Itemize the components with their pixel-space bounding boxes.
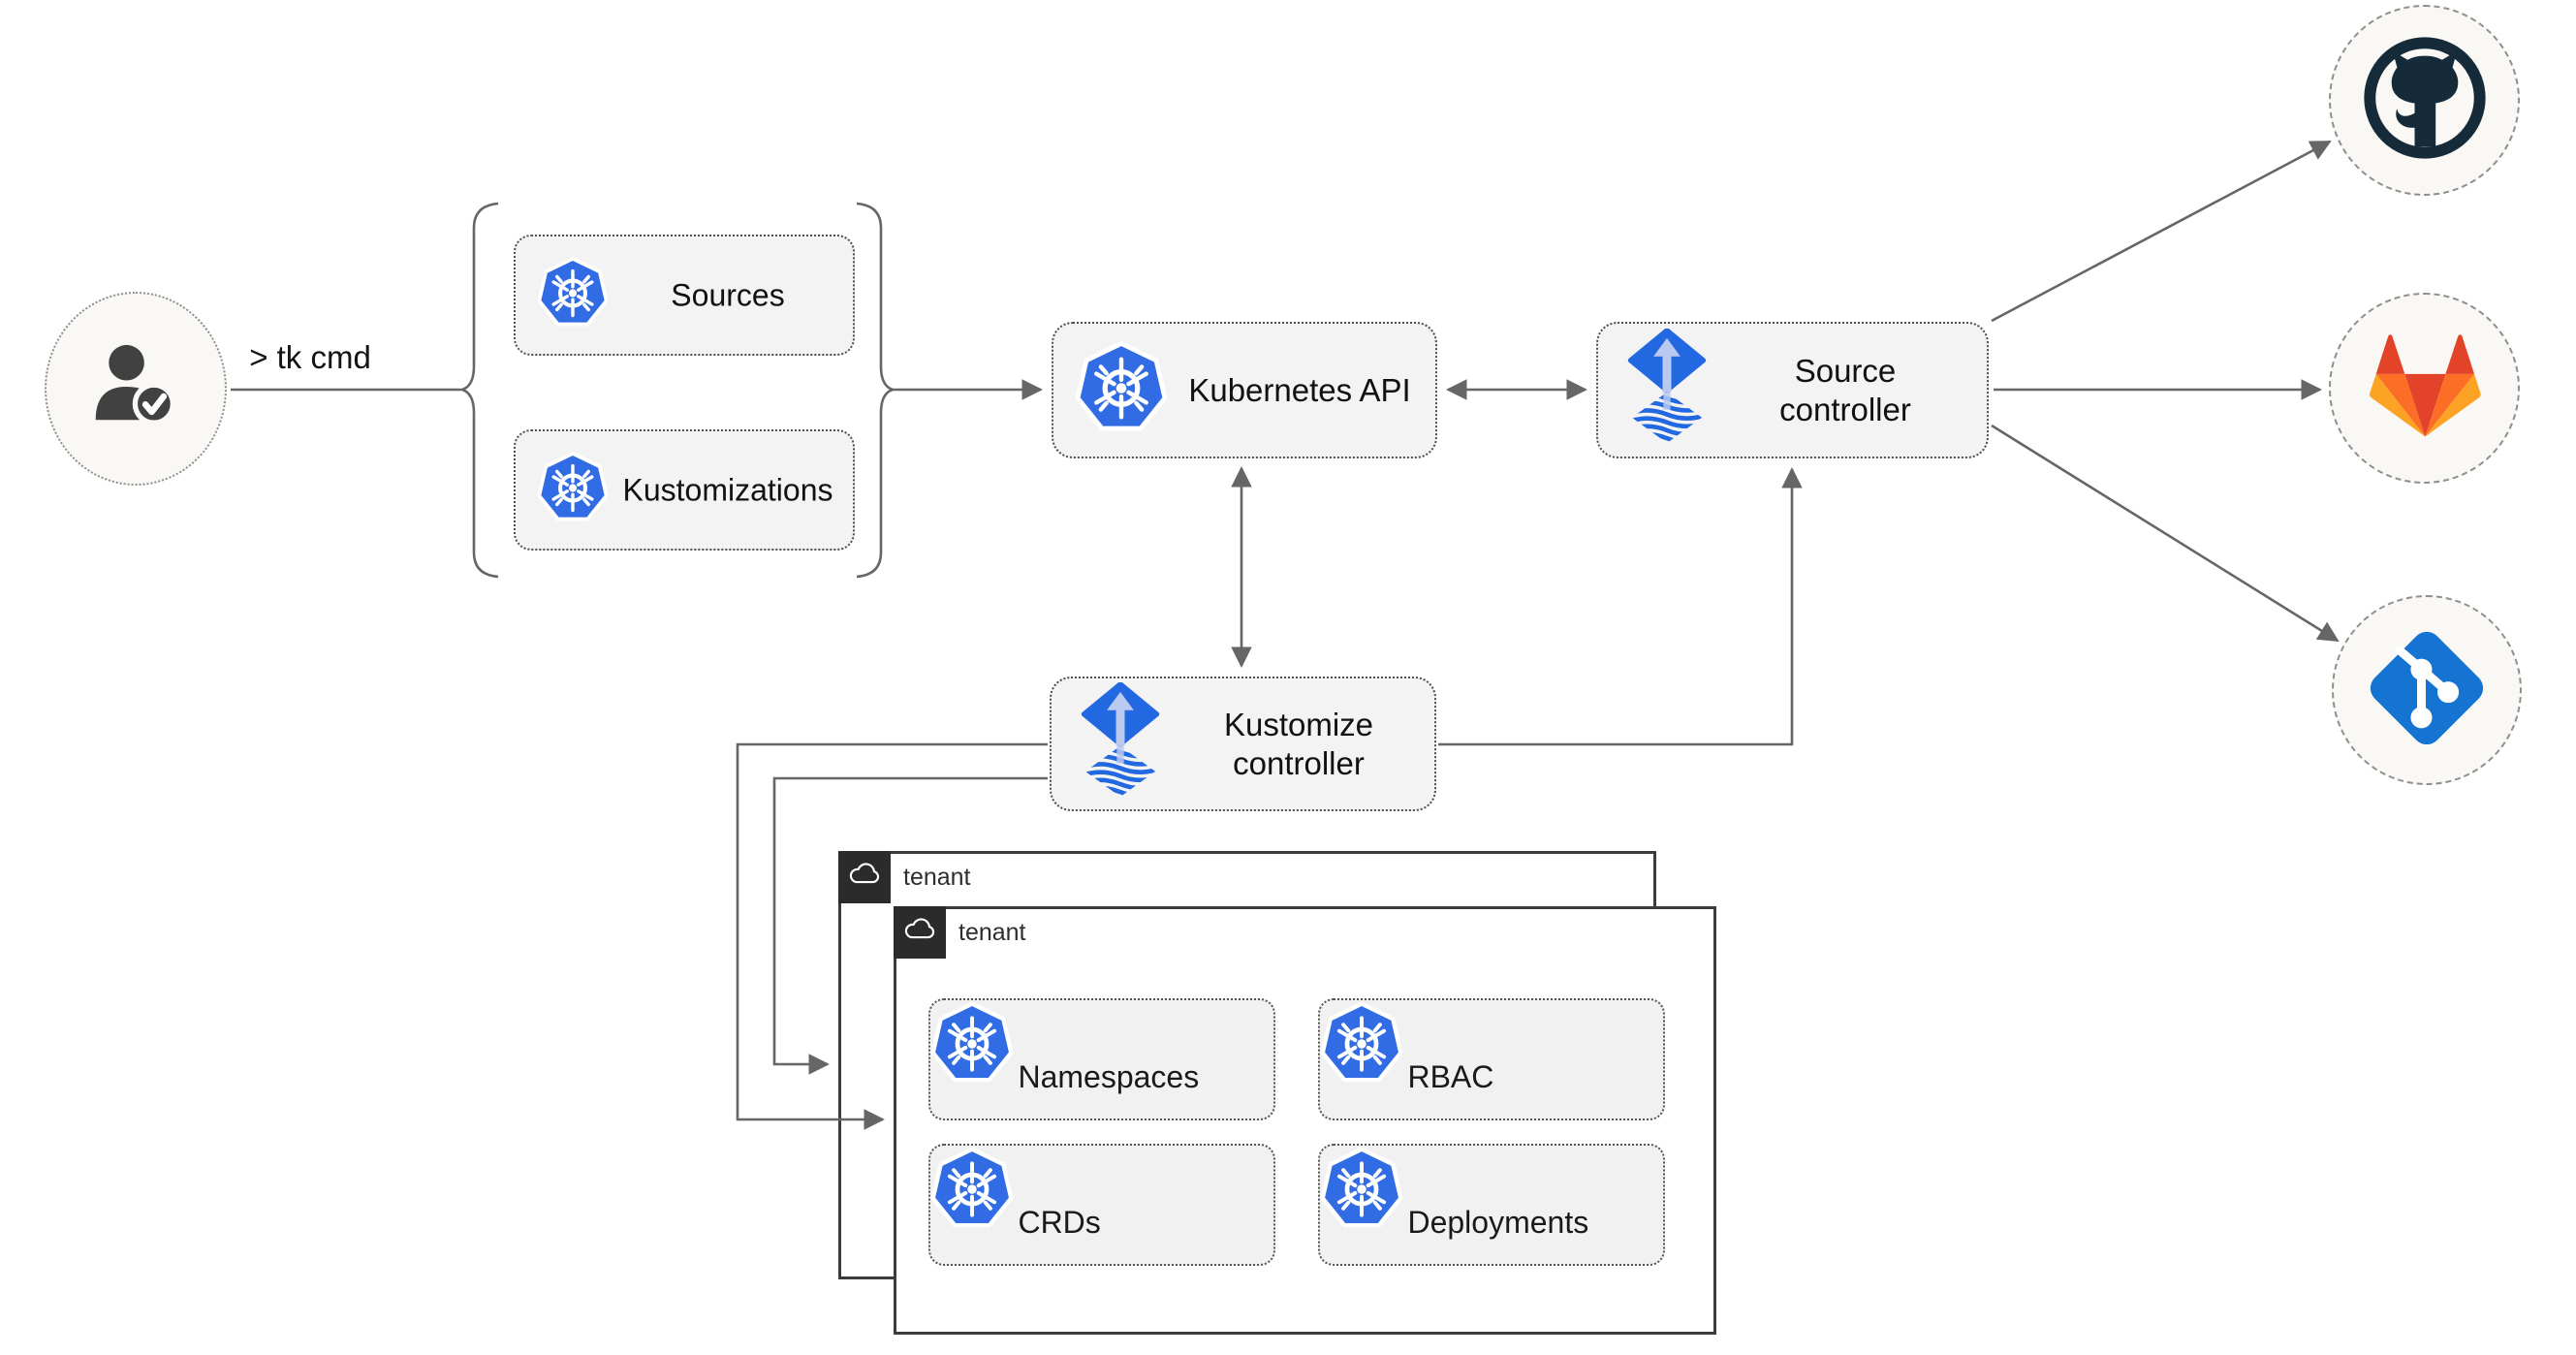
kustomize-controller-label: Kustomize controller bbox=[1223, 706, 1374, 781]
kubernetes-icon bbox=[1320, 1220, 1407, 1237]
tenant-tab bbox=[894, 906, 946, 959]
kubernetes-api-node: Kubernetes API bbox=[1052, 322, 1437, 458]
source-controller-node: Source controller bbox=[1596, 322, 1989, 458]
kubernetes-icon bbox=[1320, 1075, 1407, 1091]
kubernetes-icon bbox=[930, 1220, 1018, 1237]
kustomizations-label: Kustomizations bbox=[622, 471, 833, 507]
gitlab-node bbox=[2329, 293, 2520, 484]
namespaces-label: Namespaces bbox=[1018, 1059, 1200, 1094]
deployments-label: Deployments bbox=[1407, 1205, 1589, 1240]
kubernetes-icon bbox=[1075, 339, 1168, 441]
cloud-icon bbox=[902, 918, 937, 947]
rbac-label: RBAC bbox=[1407, 1059, 1494, 1094]
tenant-tab bbox=[838, 851, 891, 903]
kustomizations-node: Kustomizations bbox=[514, 429, 855, 551]
rbac-node: RBAC bbox=[1318, 998, 1665, 1120]
kubernetes-icon bbox=[930, 1075, 1018, 1091]
kubernetes-api-label: Kubernetes API bbox=[1188, 371, 1411, 408]
tenant-box-front: tenant Namespaces RBAC CRDs Deployments bbox=[894, 906, 1716, 1335]
github-node bbox=[2329, 5, 2520, 196]
user-node bbox=[45, 292, 227, 486]
flux-icon bbox=[1081, 682, 1160, 806]
kubernetes-icon bbox=[537, 451, 609, 530]
left-brace bbox=[457, 202, 499, 579]
deployments-node: Deployments bbox=[1318, 1144, 1665, 1266]
edge-source-to-github bbox=[1991, 140, 2332, 323]
sources-node: Sources bbox=[514, 235, 855, 356]
kubernetes-icon bbox=[537, 256, 609, 335]
tk-cmd-label: > tk cmd bbox=[249, 339, 371, 375]
git-icon bbox=[2360, 621, 2494, 760]
cloud-icon bbox=[847, 863, 882, 892]
namespaces-node: Namespaces bbox=[928, 998, 1275, 1120]
tenant-back-label: tenant bbox=[903, 864, 971, 891]
github-icon bbox=[2357, 30, 2493, 171]
crds-node: CRDs bbox=[928, 1144, 1275, 1266]
kustomize-controller-node: Kustomize controller bbox=[1050, 677, 1436, 811]
crds-label: CRDs bbox=[1018, 1205, 1101, 1240]
edge-kustomize-to-source bbox=[1438, 467, 1803, 746]
user-check-icon bbox=[79, 330, 193, 449]
sources-label: Sources bbox=[671, 276, 785, 312]
flux-icon bbox=[1627, 329, 1707, 453]
right-brace bbox=[856, 202, 897, 579]
gitlab-icon bbox=[2361, 329, 2489, 448]
git-node bbox=[2332, 595, 2522, 785]
edge-source-to-git bbox=[1991, 424, 2340, 643]
tenant-front-label: tenant bbox=[958, 919, 1026, 946]
source-controller-label: Source controller bbox=[1779, 352, 1911, 427]
